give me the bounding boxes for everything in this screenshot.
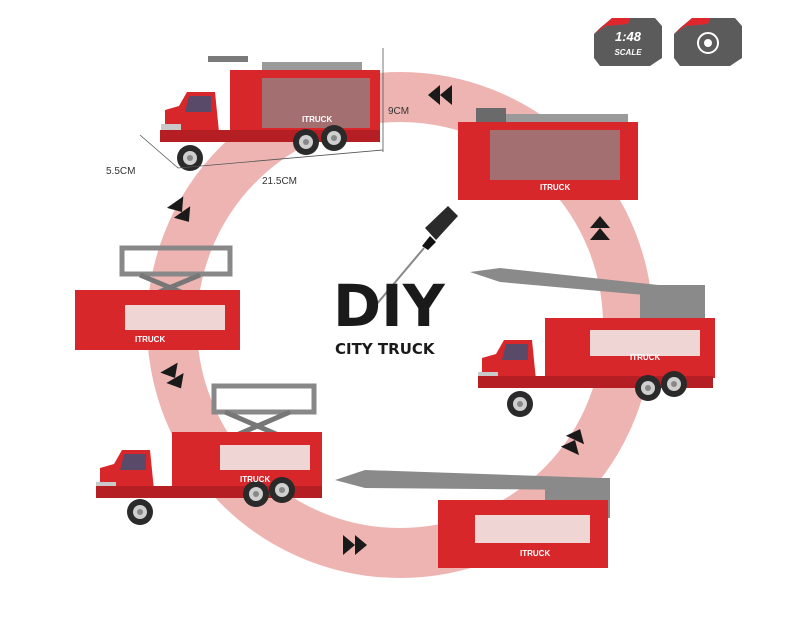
- scissor-lift-module: ITRUCK: [75, 245, 240, 350]
- scale-label: SCALE: [614, 48, 642, 57]
- truck-body-module: ITRUCK: [458, 108, 638, 200]
- dimension-height: 9CM: [388, 106, 409, 117]
- arrow-icons: [160, 85, 610, 555]
- ladder-module: ITRUCK: [335, 470, 610, 568]
- dimension-lines: [139, 48, 384, 169]
- truck-aerial-ladder: ITRUCK: [470, 268, 715, 417]
- screwdriver-icon: [364, 206, 458, 319]
- scale-ratio: 1:48: [615, 29, 642, 44]
- truck-label: ITRUCK: [135, 335, 165, 344]
- dimension-width: 5.5CM: [106, 166, 135, 177]
- truck-label: ITRUCK: [630, 353, 660, 362]
- truck-label: ITRUCK: [240, 475, 270, 484]
- truck-label: ITRUCK: [520, 549, 550, 558]
- truck-label: ITRUCK: [302, 115, 332, 124]
- scale-badge: 1:48 SCALE: [594, 18, 662, 66]
- pull-back-wheel-icon: [674, 18, 742, 66]
- truck-assembled-top: ITRUCK: [160, 56, 380, 171]
- dimension-length: 21.5CM: [262, 176, 297, 187]
- truck-scissor-lift: ITRUCK: [96, 383, 322, 525]
- logo-title: DIY: [333, 272, 446, 340]
- truck-label: ITRUCK: [540, 183, 570, 192]
- logo-subtitle: CITY TRUCK: [335, 340, 436, 358]
- diy-logo: DIY CITY TRUCK: [333, 206, 458, 358]
